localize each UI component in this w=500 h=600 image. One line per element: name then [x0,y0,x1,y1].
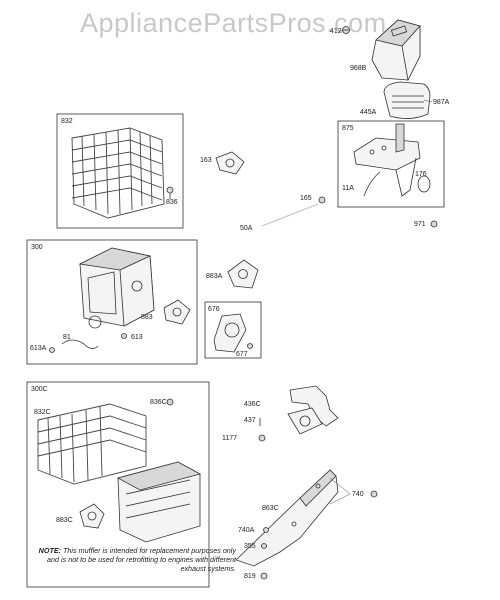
part-740-screw [370,490,378,498]
box-875 [337,120,445,208]
part-819-nut [260,572,268,580]
label-832c: 832C [34,409,51,416]
box-300 [26,239,198,365]
part-875-muffler-assembly [353,123,421,197]
label-740a: 740A [238,527,255,534]
replacement-note: NOTE: This muffler is intended for repla… [36,546,236,573]
part-436c-exhaust-elbow [287,385,339,435]
label-50a: 50A [240,225,253,232]
label-163: 163 [200,157,212,164]
part-355-washer [261,543,267,549]
part-740a-screw [263,527,269,533]
label-883c: 883C [56,517,73,524]
part-50a-stud [261,203,319,227]
label-819: 819 [244,573,256,580]
label-677: 677 [236,351,248,358]
part-863c-heat-shield [235,469,339,567]
box-676 [204,301,262,359]
label-355: 355 [244,543,256,550]
box-300c [26,381,210,588]
label-987a: 987A [433,99,450,106]
label-1177: 1177 [222,435,237,442]
label-968b: 968B [350,65,367,72]
label-412: 412 [330,28,342,35]
label-165: 165 [300,195,312,202]
part-836-screw [166,186,174,199]
part-676-spark-arrester [213,313,247,353]
part-836c-screw [166,398,174,406]
label-613a: 613A [30,345,47,352]
part-412-screw [342,26,350,34]
part-1177-washer [258,434,266,442]
part-165-nut [318,196,326,204]
part-832-muffler-guard-cage [71,127,165,219]
label-445a: 445A [360,109,377,116]
box-label-300c: 300C [31,386,48,393]
watermark-text: AppliancePartsPros.com [80,8,387,38]
label-436c: 436C [244,401,261,408]
part-832c-muffler-guard-cage [37,403,147,485]
part-300-muffler [78,247,155,329]
box-832 [56,113,184,229]
part-677-screw [247,343,253,349]
part-883c-gasket [79,503,105,529]
part-176-oring [417,175,431,193]
label-740: 740 [352,491,364,498]
box-label-832: 832 [61,118,73,125]
part-883a-gasket [227,259,259,289]
part-445a-muffler-body [383,81,431,119]
part-971-screw [430,220,438,228]
label-836: 836 [166,199,178,206]
label-11a: 11A [342,185,354,192]
part-613-screw [121,333,127,339]
label-883: 883 [141,314,153,321]
label-176: 176 [415,171,427,178]
part-81-bracket [61,339,99,349]
part-613a-screw [49,347,55,353]
label-613: 613 [131,334,143,341]
label-883a: 883A [206,273,223,280]
note-prefix: NOTE: [38,546,62,555]
label-437: 437 [244,417,256,424]
label-971: 971 [414,221,426,228]
box-label-875: 875 [342,125,354,132]
note-text: This muffler is intended for replacement… [47,546,236,573]
part-300c-muffler [116,461,202,543]
part-11a-tube [363,171,381,197]
box-label-676: 676 [208,306,220,313]
label-81: 81 [63,334,71,341]
box-label-300: 300 [31,244,43,251]
part-968b-muffler-guard [371,19,421,82]
part-163-gasket [215,151,245,175]
label-863c: 863C [262,505,279,512]
label-836c: 836C [150,399,167,406]
part-883-gasket [163,299,191,325]
